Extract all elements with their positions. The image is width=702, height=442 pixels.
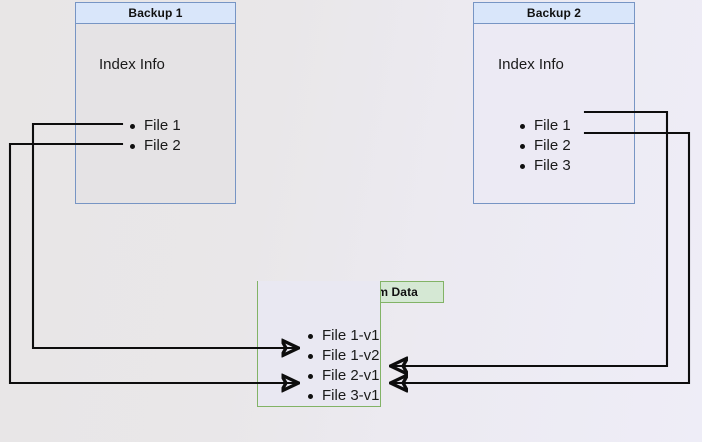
list-item[interactable]: File 1-v2 bbox=[306, 346, 380, 366]
list-item[interactable]: File 2 bbox=[518, 136, 571, 156]
list-item[interactable]: File 1 bbox=[518, 116, 571, 136]
backup-2-title: Backup 2 bbox=[473, 2, 635, 24]
deduplicated-item-data-file-list: File 1-v1 File 1-v2 File 2-v1 File 3-v1 bbox=[257, 281, 381, 407]
backup-2-file-list: File 1 File 2 File 3 bbox=[518, 116, 571, 176]
backup-1-file-list: File 1 File 2 bbox=[128, 116, 181, 156]
list-item[interactable]: File 1 bbox=[128, 116, 181, 136]
deduplicated-item-data-box[interactable]: Deduplicated Item Data File 1-v1 File 1-… bbox=[257, 281, 444, 441]
backup-2-body: Index Info File 1 File 2 File 3 bbox=[473, 24, 635, 204]
list-item[interactable]: File 2 bbox=[128, 136, 181, 156]
backup-2-box[interactable]: Backup 2 Index Info File 1 File 2 File 3 bbox=[473, 2, 635, 204]
list-item[interactable]: File 3-v1 bbox=[306, 386, 380, 406]
backup-1-box[interactable]: Backup 1 Index Info File 1 File 2 bbox=[75, 2, 236, 204]
backup-1-index-info-label: Index Info bbox=[99, 56, 165, 73]
list-item[interactable]: File 1-v1 bbox=[306, 326, 380, 346]
backup-2-index-info-label: Index Info bbox=[498, 56, 564, 73]
backup-1-body: Index Info File 1 File 2 bbox=[75, 24, 236, 204]
list-item[interactable]: File 3 bbox=[518, 156, 571, 176]
list-item[interactable]: File 2-v1 bbox=[306, 366, 380, 386]
backup-1-title: Backup 1 bbox=[75, 2, 236, 24]
